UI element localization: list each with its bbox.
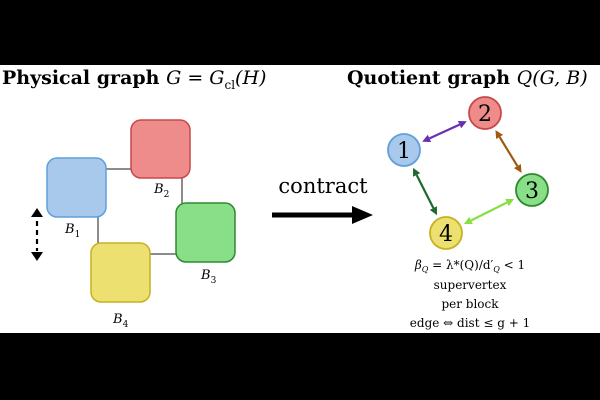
svg-text:2: 2 — [478, 102, 492, 127]
contract-arrow — [272, 206, 373, 224]
quotient-edges — [413, 120, 522, 225]
svg-text:1: 1 — [397, 139, 411, 164]
quotient-graph-formula: Q(G, B) — [516, 67, 588, 89]
quotient-graph-title: Quotient graph Q(G, B) — [347, 67, 588, 89]
node-2: 2 — [468, 96, 502, 130]
physical-graph-title: Physical graph G = Gcl(H) — [2, 67, 266, 92]
block-b3 — [175, 202, 236, 263]
edge-4-1 — [413, 167, 437, 216]
block-label-b2: B2 — [153, 182, 169, 200]
block-label-b3: B3 — [200, 268, 217, 286]
node-1: 1 — [387, 133, 421, 167]
physical-graph-formula: G = Gcl(H) — [166, 67, 267, 92]
block-label-b4: B4 — [112, 312, 129, 330]
edge-1-2 — [422, 120, 467, 143]
quotient-graph-title-text: Quotient graph — [347, 67, 511, 89]
block-label-b1: B1 — [64, 222, 80, 240]
annotation-edge-rule: edge ⇔ dist ≤ g + 1 — [410, 316, 530, 330]
diagram-svg: B1 B2 B3 B4 contract 1 2 3 — [31, 96, 549, 330]
edge-2-3 — [495, 130, 522, 173]
edge-3-4 — [463, 198, 515, 225]
block-connectors — [97, 168, 183, 255]
svg-text:4: 4 — [439, 222, 453, 247]
annotation-per-block: per block — [441, 297, 499, 311]
figure-canvas: Physical graph G = Gcl(H) Quotient graph… — [0, 65, 600, 333]
block-b1 — [46, 157, 107, 218]
annotation-supervertex: supervertex — [434, 278, 507, 292]
physical-graph-title-text: Physical graph — [2, 67, 160, 89]
svg-text:3: 3 — [525, 179, 539, 204]
block-b4 — [90, 242, 151, 303]
node-4: 4 — [429, 216, 463, 250]
block-b2 — [130, 119, 191, 179]
contract-label: contract — [278, 174, 368, 198]
dashed-double-arrow — [31, 208, 43, 261]
beta-formula: βQ = λ*(Q)/d′Q < 1 — [414, 258, 525, 274]
node-3: 3 — [515, 173, 549, 207]
